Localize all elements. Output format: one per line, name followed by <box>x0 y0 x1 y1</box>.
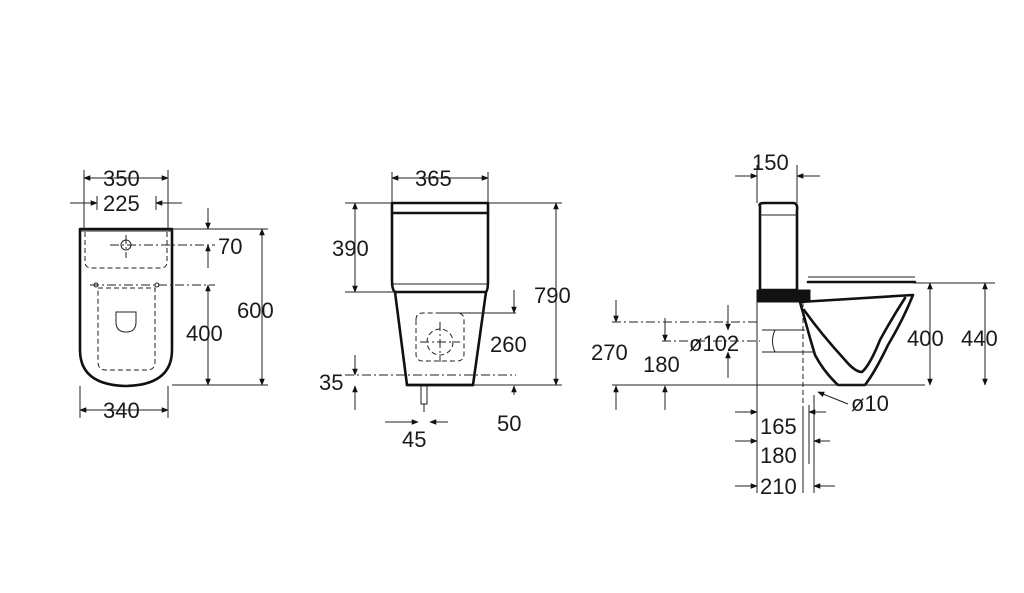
dim-260: 260 <box>490 332 527 357</box>
front-view: 350 225 70 400 600 340 <box>70 166 274 423</box>
rear-tank-lid <box>390 201 490 215</box>
dim-150: 150 <box>752 150 789 175</box>
dim-225: 225 <box>103 191 140 216</box>
side-view: 150 270 ø102 180 400 440 ø10 165 180 210 <box>591 150 998 499</box>
side-outlet <box>762 329 815 353</box>
front-opening <box>115 311 137 333</box>
dim-50: 50 <box>497 411 521 436</box>
water-inlet <box>420 385 428 405</box>
dim-400-front: 400 <box>186 321 223 346</box>
front-top-recess <box>84 232 168 269</box>
side-bowl <box>798 293 915 387</box>
dim-790: 790 <box>534 283 571 308</box>
front-seat-outline <box>97 287 156 371</box>
dim-d102: ø102 <box>689 331 739 356</box>
dim-365: 365 <box>415 166 452 191</box>
dim-35: 35 <box>319 370 343 395</box>
side-tank <box>758 201 799 292</box>
dim-600: 600 <box>237 298 274 323</box>
dim-d10: ø10 <box>851 391 889 416</box>
dim-180-bottom: 180 <box>760 443 797 468</box>
side-trapway <box>802 296 907 374</box>
dim-270: 270 <box>591 340 628 365</box>
dim-210: 210 <box>760 474 797 499</box>
dim-390: 390 <box>332 236 369 261</box>
dim-340: 340 <box>103 398 140 423</box>
rear-outlet-box <box>415 312 465 362</box>
dim-45: 45 <box>402 427 426 452</box>
dim-180-side: 180 <box>643 352 680 377</box>
dim-350: 350 <box>103 166 140 191</box>
rear-view: 365 390 790 260 35 45 50 <box>319 166 571 452</box>
front-bowl-outline <box>78 227 174 388</box>
dim-70: 70 <box>218 234 242 259</box>
dim-400-side: 400 <box>907 326 944 351</box>
rear-tank-body <box>390 211 490 294</box>
rear-pedestal <box>393 290 488 387</box>
dim-440: 440 <box>961 326 998 351</box>
dim-165: 165 <box>760 414 797 439</box>
